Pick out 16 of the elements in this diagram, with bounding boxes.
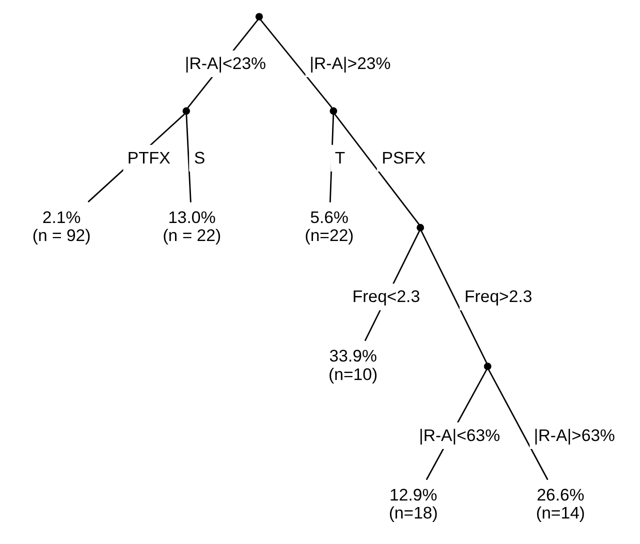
node-text: 12.9% (n=18) <box>388 485 438 523</box>
edge-label: PSFX <box>381 148 426 168</box>
edge-label: Freq<2.3 <box>352 287 420 306</box>
node-text: 13.0% (n = 22) <box>162 208 221 246</box>
edge-label: PTFX <box>126 148 170 168</box>
node-text: 33.9% (n=10) <box>328 346 378 384</box>
edge-label: |R-A|<63% <box>418 426 500 445</box>
edge-label: |R-A|<23% <box>184 54 266 73</box>
edge-label: S <box>194 148 205 168</box>
edge-label: |R-A|>23% <box>309 54 390 73</box>
node-text: 2.1% (n = 92) <box>32 208 90 246</box>
edge-label: |R-A|>63% <box>533 426 614 445</box>
edge-label: T <box>334 148 345 168</box>
edge-label: Freq>2.3 <box>464 287 532 306</box>
node-text: 5.6% (n=22) <box>304 208 354 246</box>
node-text: 26.6% (n=14) <box>536 485 585 523</box>
